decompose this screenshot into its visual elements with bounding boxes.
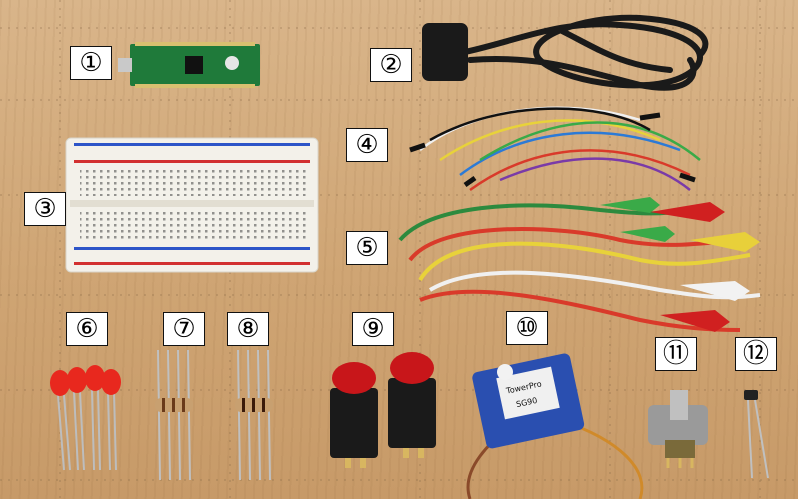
label-4: ④ <box>346 128 388 162</box>
resistors-b <box>235 349 273 481</box>
label-5: ⑤ <box>346 231 388 265</box>
label-8: ⑧ <box>227 312 269 346</box>
label-1: ① <box>70 46 112 80</box>
jumper-wires <box>409 106 701 192</box>
breadboard-holes <box>80 168 306 242</box>
push-buttons <box>330 352 436 468</box>
leds <box>50 365 121 471</box>
usb-cable <box>422 14 709 91</box>
resistors-a <box>155 349 193 481</box>
label-2: ② <box>370 48 412 82</box>
potentiometer <box>648 390 708 468</box>
label-3: ③ <box>24 192 66 226</box>
label-11: ⑪ <box>655 337 697 371</box>
label-9: ⑨ <box>352 312 394 346</box>
label-12: ⑫ <box>735 337 777 371</box>
label-7: ⑦ <box>163 312 205 346</box>
phototransistor <box>744 390 769 479</box>
servo-motor <box>466 353 644 499</box>
label-6: ⑥ <box>66 312 108 346</box>
pico-board <box>118 42 260 88</box>
label-10: ⑩ <box>506 311 548 345</box>
alligator-clips <box>398 197 761 332</box>
breadboard <box>65 137 319 273</box>
